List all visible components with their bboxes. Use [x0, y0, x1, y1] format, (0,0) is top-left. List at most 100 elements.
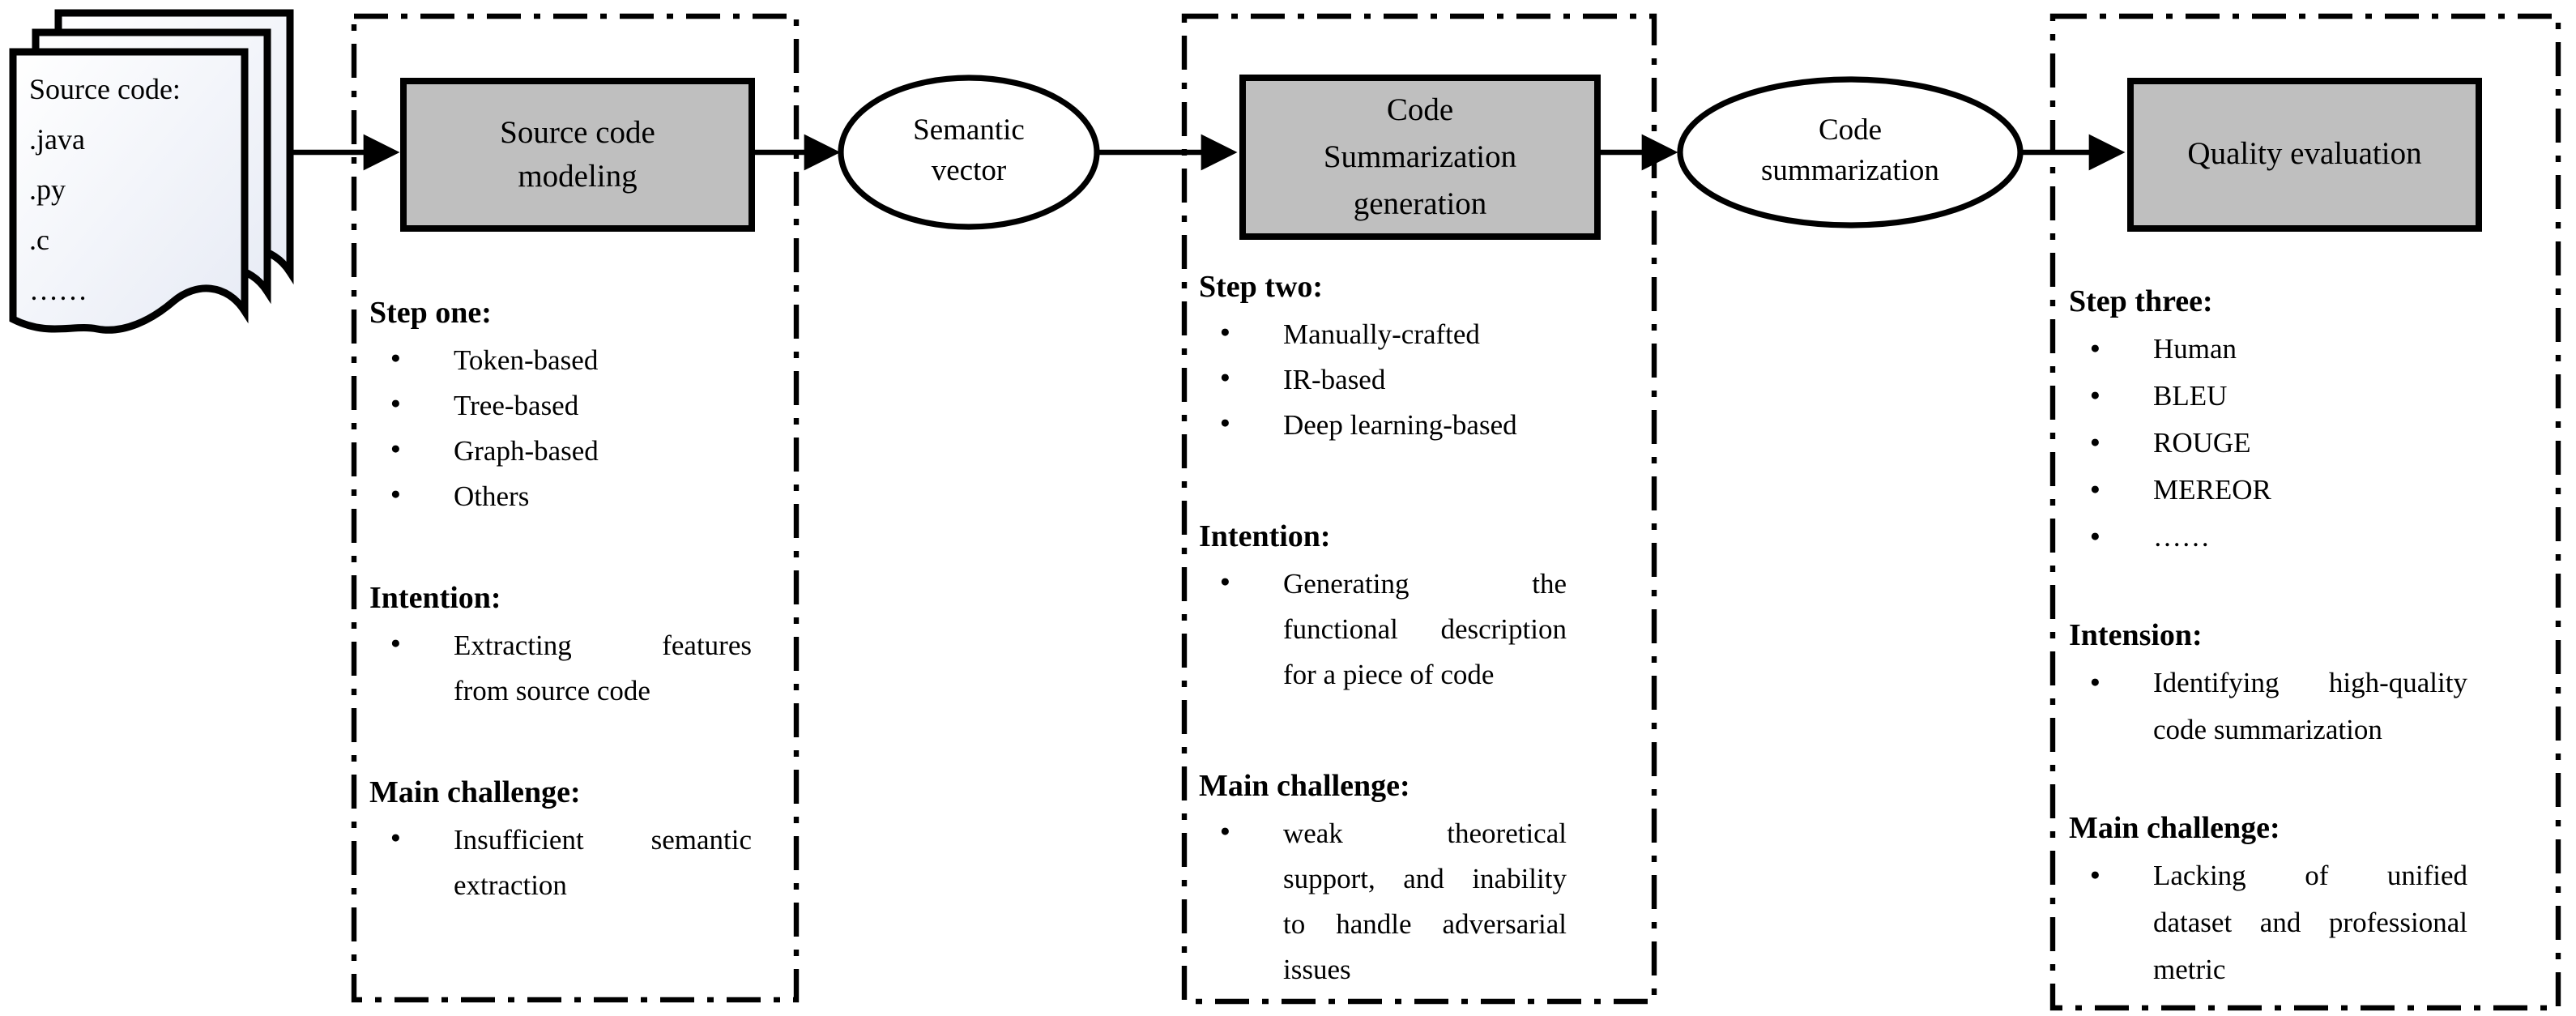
stack-text-line: …… [29, 274, 87, 306]
bullet-item: BLEU [2069, 373, 2467, 420]
bullet-line: code summarization [2153, 713, 2382, 745]
section-heading: Intension: [2069, 619, 2203, 653]
stage-section: Main challenge: Insufficient semantic extr… [369, 771, 752, 907]
connector-label-line: Semantic [913, 115, 1025, 147]
connector-label-line: Code [1818, 115, 1883, 147]
bullet-line: to handle adversarial [1283, 907, 1567, 940]
stage-1-details: Step one: Token-basedTree-basedGraph-base… [369, 292, 752, 907]
section-heading: Step one: [369, 297, 492, 331]
bullet-list: Identifying high-quality code summarizati… [2069, 660, 2467, 753]
bullet-item: Others [369, 473, 752, 519]
bullet-item: Manually-crafted [1199, 311, 1567, 356]
bullet-line: weak theoretical [1283, 817, 1567, 849]
stage-panel-1-border [351, 13, 800, 1003]
stack-text-line: .py [29, 173, 66, 206]
process-box-label-line: Code [1386, 93, 1454, 127]
bullet-line: ROUGE [2153, 426, 2251, 459]
bullet-item: Graph-based [369, 428, 752, 473]
bullet-line: dataset and professional [2153, 906, 2467, 938]
bullet-line: Others [454, 480, 530, 512]
stage-section: Intension: Identifying high-quality code s… [2069, 613, 2467, 753]
bullet-line: functional description [1283, 613, 1567, 645]
connector-label-line: vector [931, 156, 1007, 188]
bullet-item: Generating the functional description for … [1199, 561, 1567, 697]
bullet-line: Insufficient semantic [454, 823, 752, 856]
bullet-list: Extracting features from source code [369, 622, 752, 713]
stage-section: Step three: HumanBLEU ROUGE MEREOR …… [2069, 279, 2467, 561]
bullet-line: Generating the [1283, 567, 1567, 600]
bullet-list: Insufficient semantic extraction [369, 817, 752, 907]
stage-section: Step two: Manually-craftedIR-basedDeep le… [1199, 266, 1567, 447]
bullet-item: Deep learning-based [1199, 402, 1567, 447]
bullet-item: ROUGE [2069, 420, 2467, 467]
bullet-line: Identifying high-quality [2153, 666, 2467, 698]
bullet-line: Human [2153, 332, 2237, 365]
bullet-line: Lacking of unified [2153, 859, 2467, 891]
bullet-line: extraction [454, 869, 567, 901]
bullet-line: metric [2153, 953, 2226, 985]
bullet-line: issues [1283, 953, 1351, 985]
code-summarization-ellipse [1677, 76, 2024, 228]
bullet-list: Lacking of unified dataset and profession… [2069, 852, 2467, 993]
stage-panel-3-border [2049, 13, 2561, 1011]
semantic-vector-label: Semantic vector [841, 78, 1097, 227]
stage-panel-2-border [1181, 13, 1657, 1005]
bullet-item: Token-based [369, 337, 752, 382]
process-box-label-line: modeling [518, 160, 638, 194]
stack-text-line: .java [29, 123, 85, 156]
section-heading: Main challenge: [1199, 770, 1410, 804]
bullet-line: …… [2153, 520, 2210, 553]
section-heading: Main challenge: [369, 776, 581, 810]
section-heading: Intention: [1199, 520, 1331, 554]
stack-text-line: .c [29, 224, 49, 256]
section-heading: Step three: [2069, 285, 2213, 319]
bullet-line: MEREOR [2153, 473, 2271, 506]
bullet-item: Lacking of unified dataset and profession… [2069, 852, 2467, 993]
process-box-quality-evaluation: Quality evaluation [2127, 78, 2482, 232]
process-box-source-code-modeling: Source code modeling [400, 78, 755, 232]
stage-section: Main challenge: Lacking of unified dataset… [2069, 805, 2467, 993]
stage-section: Step one: Token-basedTree-basedGraph-base… [369, 292, 752, 519]
bullet-line: Deep learning-based [1283, 408, 1517, 441]
process-box-label-line: Source code [500, 116, 655, 150]
bullet-line: from source code [454, 674, 650, 707]
section-heading: Main challenge: [2069, 812, 2280, 846]
stack-text-line: Source code: [29, 73, 181, 105]
section-heading: Step two: [1199, 271, 1324, 305]
bullet-line: Manually-crafted [1283, 318, 1480, 350]
bullet-list: HumanBLEU ROUGE MEREOR …… [2069, 326, 2467, 561]
bullet-item: Human [2069, 326, 2467, 373]
bullet-item: MEREOR [2069, 467, 2467, 514]
stage-2-details: Step two: Manually-craftedIR-basedDeep le… [1199, 266, 1567, 992]
process-box-label-line: generation [1353, 187, 1487, 221]
stage-section: Intention: Generating the functional descr… [1199, 515, 1567, 697]
stack-text: Source code: .java .py .c …… [29, 65, 237, 316]
bullet-line: BLEU [2153, 379, 2228, 412]
section-heading: Intention: [369, 582, 501, 616]
stage-section: Intention: Extracting features from source… [369, 577, 752, 713]
bullet-line: Extracting features [454, 629, 752, 661]
bullet-item: IR-based [1199, 356, 1567, 402]
bullet-item: …… [2069, 514, 2467, 561]
bullet-line: Tree-based [454, 389, 579, 421]
semantic-vector-ellipse [838, 75, 1100, 230]
bullet-item: Identifying high-quality code summarizati… [2069, 660, 2467, 753]
stage-section: Main challenge: weak theoreticalsupport, … [1199, 765, 1567, 992]
bullet-item: Extracting features from source code [369, 622, 752, 713]
bullet-list: Token-basedTree-basedGraph-basedOthers [369, 337, 752, 519]
stack-page-front-icon [9, 48, 249, 334]
bullet-item: Tree-based [369, 382, 752, 428]
bullet-line: for a piece of code [1283, 658, 1495, 690]
bullet-item: Insufficient semantic extraction [369, 817, 752, 907]
process-box-label-line: Summarization [1323, 140, 1517, 174]
source-code-stack-icon [9, 9, 294, 334]
process-box-label-line: Quality evaluation [2187, 138, 2422, 172]
stage-3-details: Step three: HumanBLEU ROUGE MEREOR …… Intensi… [2069, 279, 2467, 993]
bullet-list: Manually-craftedIR-basedDeep learning-ba… [1199, 311, 1567, 447]
